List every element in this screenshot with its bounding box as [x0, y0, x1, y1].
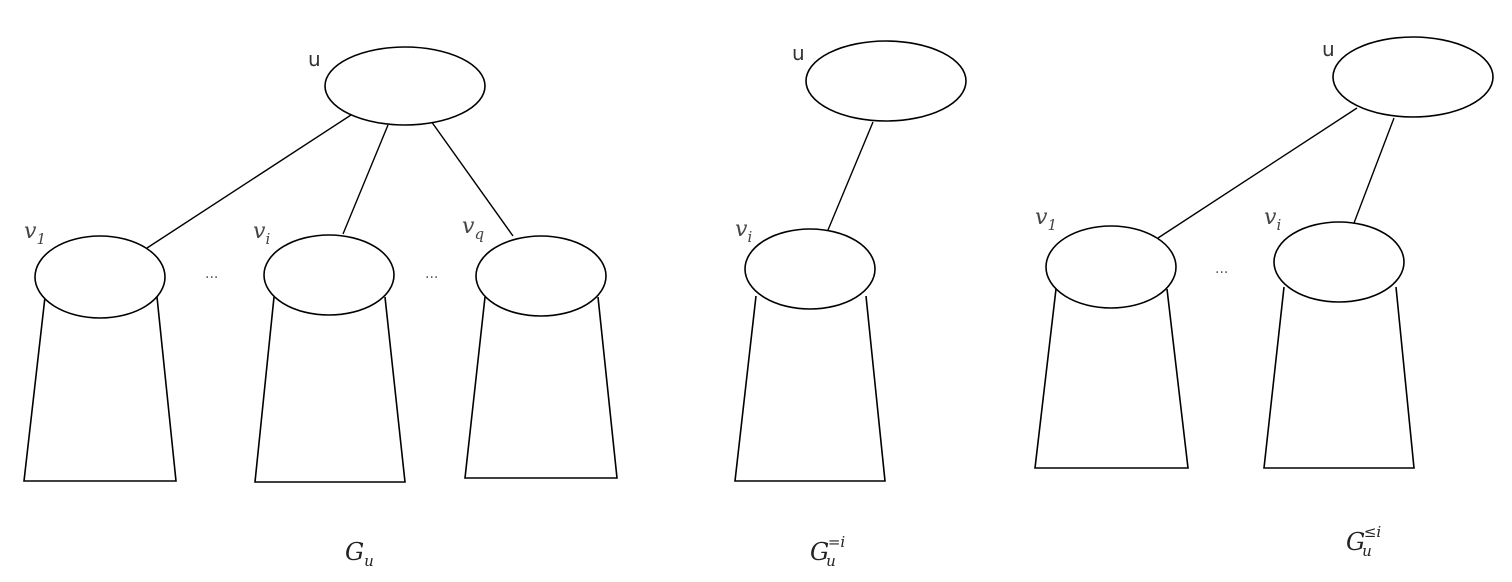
panel-g-u: u v1 vi vq ... ... Gu: [23, 46, 618, 570]
node-v1: [34, 235, 166, 319]
node-vi: [263, 234, 395, 316]
edge-u-vi-2: [827, 121, 874, 231]
edge-u-vi: [342, 124, 389, 235]
subtree-vi-2: [734, 295, 886, 482]
label-vi: vi: [253, 219, 270, 248]
ellipsis-2: ...: [425, 266, 438, 282]
node-vi-2: [744, 228, 876, 310]
panel-g-u-eq-i: u vi Gu=i: [734, 40, 967, 570]
subtree-v1-3: [1034, 288, 1189, 469]
subtree-vq: [464, 296, 618, 479]
subtree-vi: [254, 296, 406, 483]
subtree-vi-3: [1263, 286, 1415, 469]
subtree-v1: [23, 296, 177, 482]
node-v1-3: [1045, 225, 1177, 309]
label-u-2: u: [792, 41, 805, 65]
caption-g-u-eq-i: Gu=i: [810, 533, 845, 570]
node-u-2: [805, 40, 967, 122]
node-u: [324, 46, 486, 126]
panel-g-u-le-i: u v1 vi ... Gu≤i: [1034, 36, 1494, 560]
ellipsis-3: ...: [1215, 261, 1228, 277]
ellipsis-1: ...: [205, 266, 218, 282]
label-vq: vq: [462, 214, 484, 243]
node-vq: [475, 235, 607, 317]
label-vi-3: vi: [1264, 205, 1281, 234]
label-u-3: u: [1322, 37, 1335, 61]
label-v1: v1: [24, 219, 46, 248]
edge-u-vq: [430, 120, 514, 237]
edge-u-v1: [146, 114, 352, 249]
node-vi-3: [1273, 221, 1405, 303]
label-v1-3: v1: [1035, 205, 1057, 234]
caption-g-u: Gu: [345, 538, 374, 570]
edge-u-vi-3: [1353, 117, 1395, 224]
caption-g-u-le-i: Gu≤i: [1346, 523, 1381, 560]
node-u-3: [1332, 36, 1494, 118]
label-u: u: [308, 47, 321, 71]
edge-u-v1-3: [1157, 107, 1358, 239]
label-vi-2: vi: [735, 217, 752, 246]
